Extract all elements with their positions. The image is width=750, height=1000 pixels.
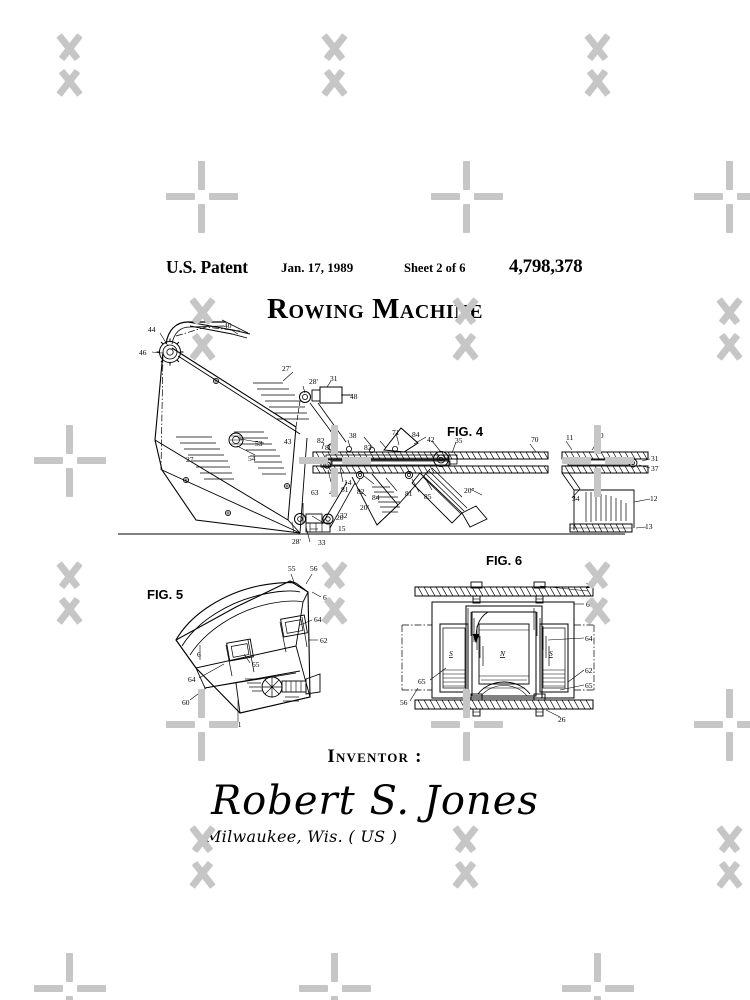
svg-text:84: 84 bbox=[372, 493, 380, 502]
patent-office-label: U.S. Patent bbox=[166, 257, 248, 277]
svg-text:20": 20" bbox=[464, 486, 475, 495]
svg-text:62: 62 bbox=[320, 636, 328, 645]
svg-text:28': 28' bbox=[309, 377, 319, 386]
figure-4-label: FIG. 4 bbox=[447, 424, 484, 439]
svg-text:48: 48 bbox=[350, 392, 358, 401]
svg-text:43: 43 bbox=[284, 437, 292, 446]
svg-text:27: 27 bbox=[586, 581, 594, 590]
patent-number: 4,798,378 bbox=[509, 256, 583, 277]
svg-text:83: 83 bbox=[364, 443, 372, 452]
svg-text:27: 27 bbox=[186, 455, 194, 464]
svg-text:6: 6 bbox=[323, 593, 327, 602]
svg-text:84: 84 bbox=[412, 430, 420, 439]
figure-6-pole-labels: S N S bbox=[449, 649, 553, 658]
svg-text:27': 27' bbox=[282, 364, 292, 373]
svg-text:N: N bbox=[499, 649, 506, 658]
svg-text:61: 61 bbox=[234, 720, 242, 729]
svg-text:85: 85 bbox=[424, 492, 432, 501]
figure-5-reference-numerals: 55 56 6 64 62 65 6 64 60 61 bbox=[182, 564, 328, 729]
svg-text:64: 64 bbox=[314, 615, 322, 624]
svg-text:61: 61 bbox=[586, 600, 594, 609]
inventor-signature: Robert S. Jones bbox=[211, 778, 539, 824]
svg-text:6: 6 bbox=[197, 650, 201, 659]
svg-text:41: 41 bbox=[329, 488, 337, 497]
svg-text:82: 82 bbox=[317, 436, 325, 445]
svg-text:56: 56 bbox=[400, 698, 408, 707]
svg-text:82: 82 bbox=[357, 487, 365, 496]
svg-text:62: 62 bbox=[585, 666, 593, 675]
svg-text:37: 37 bbox=[651, 464, 659, 473]
figure-4-reference-numerals: 44 46 40 27' 28' 31 48 43 27 53 54 82 80… bbox=[139, 321, 659, 547]
svg-text:20: 20 bbox=[336, 513, 344, 522]
svg-text:64: 64 bbox=[585, 634, 593, 643]
svg-text:31: 31 bbox=[651, 454, 659, 463]
svg-text:42: 42 bbox=[427, 435, 435, 444]
svg-text:70: 70 bbox=[531, 435, 539, 444]
svg-text:44: 44 bbox=[148, 325, 156, 334]
svg-text:64: 64 bbox=[188, 675, 196, 684]
svg-text:54: 54 bbox=[248, 454, 256, 463]
svg-text:65: 65 bbox=[585, 681, 593, 690]
svg-text:15: 15 bbox=[338, 524, 346, 533]
svg-text:28': 28' bbox=[292, 537, 302, 546]
figure-5-label: FIG. 5 bbox=[147, 587, 184, 602]
svg-text:53: 53 bbox=[255, 439, 263, 448]
svg-text:31: 31 bbox=[330, 374, 338, 383]
svg-text:65: 65 bbox=[252, 660, 260, 669]
svg-text:60: 60 bbox=[182, 698, 190, 707]
svg-text:12: 12 bbox=[650, 494, 658, 503]
svg-text:33: 33 bbox=[318, 538, 326, 547]
svg-text:34: 34 bbox=[572, 494, 580, 503]
figure-6-drawing bbox=[401, 581, 595, 718]
svg-text:80: 80 bbox=[325, 443, 333, 452]
sheet-number: Sheet 2 of 6 bbox=[404, 261, 466, 275]
svg-text:26: 26 bbox=[558, 715, 566, 724]
svg-text:81: 81 bbox=[405, 489, 413, 498]
svg-text:11: 11 bbox=[566, 433, 573, 442]
svg-text:13: 13 bbox=[645, 522, 653, 531]
svg-text:71: 71 bbox=[392, 428, 400, 437]
inventor-label: Inventor : bbox=[327, 746, 423, 767]
svg-text:20': 20' bbox=[360, 503, 370, 512]
svg-text:46: 46 bbox=[139, 348, 147, 357]
svg-text:35: 35 bbox=[455, 436, 463, 445]
svg-text:81: 81 bbox=[341, 485, 349, 494]
svg-text:S: S bbox=[449, 649, 453, 658]
svg-text:40: 40 bbox=[224, 321, 232, 330]
page-title: Rowing Machine bbox=[267, 293, 483, 325]
figure-4-drawing bbox=[118, 319, 651, 543]
svg-text:63: 63 bbox=[311, 488, 319, 497]
figure-5-drawing bbox=[175, 573, 322, 722]
svg-text:65: 65 bbox=[418, 677, 426, 686]
svg-text:38: 38 bbox=[349, 431, 357, 440]
patent-date: Jan. 17, 1989 bbox=[281, 260, 354, 275]
svg-text:56: 56 bbox=[310, 564, 318, 573]
svg-text:10: 10 bbox=[596, 431, 604, 440]
svg-text:S: S bbox=[549, 649, 553, 658]
figure-6-label: FIG. 6 bbox=[486, 553, 523, 568]
svg-text:14: 14 bbox=[344, 478, 352, 487]
svg-text:32: 32 bbox=[340, 511, 348, 520]
svg-text:55: 55 bbox=[288, 564, 296, 573]
inventor-residence: Milwaukee, Wis. ( US ) bbox=[205, 827, 398, 846]
